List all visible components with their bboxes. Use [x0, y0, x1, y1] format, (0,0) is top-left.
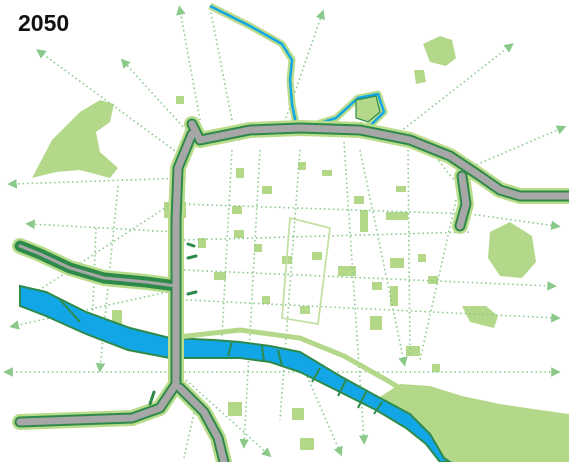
park-east-small	[462, 306, 498, 328]
central-precinct-outline	[281, 216, 331, 326]
map-title: 2050	[18, 10, 70, 36]
park-east	[488, 222, 536, 278]
park-west	[32, 100, 118, 178]
park-north-small	[414, 70, 426, 84]
canal	[208, 2, 388, 132]
roads	[12, 116, 569, 462]
river	[19, 284, 452, 462]
green-paths	[3, 5, 567, 459]
park-north-east	[423, 36, 456, 66]
